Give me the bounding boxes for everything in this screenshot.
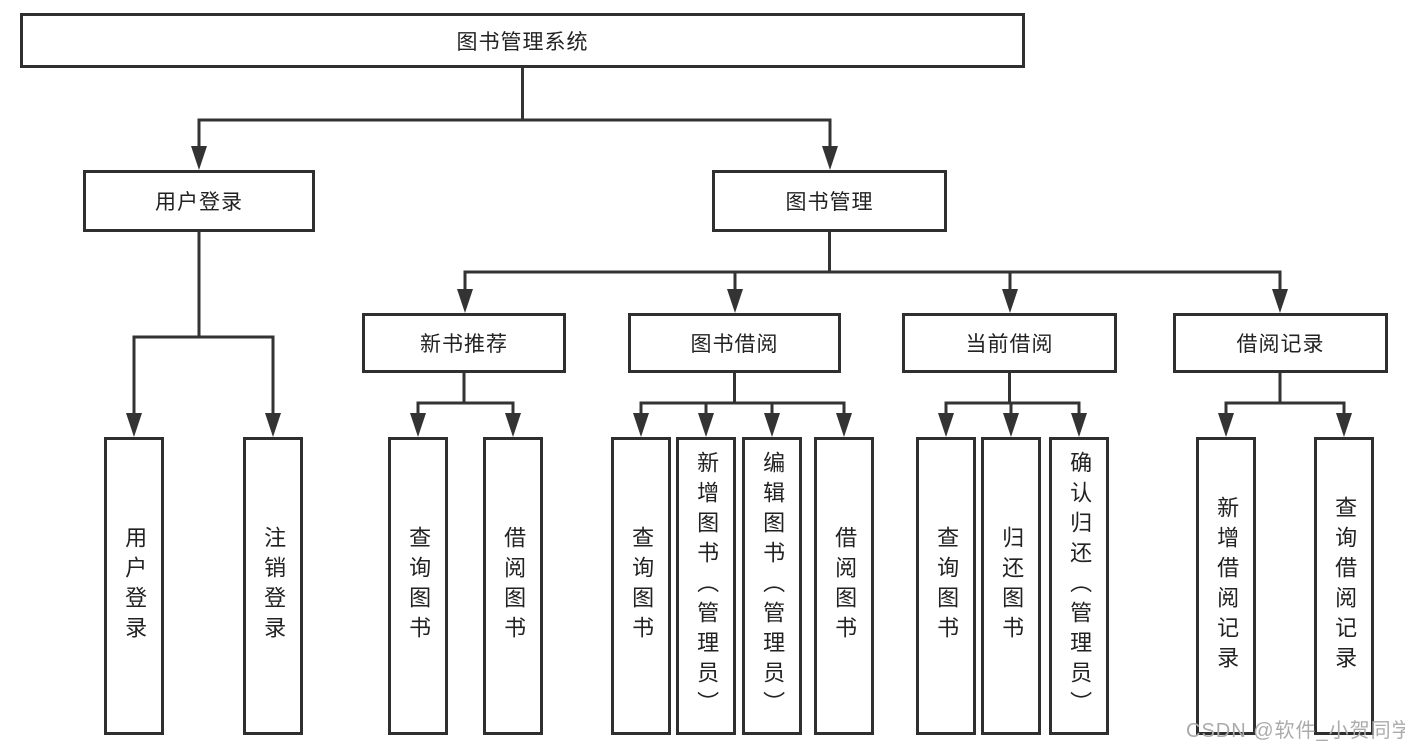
node-label: 用户登录 [122,526,148,646]
node-label: 借阅图书 [832,526,858,646]
arrow-down-icon [1336,413,1352,437]
node-label: 查询图书 [934,526,960,646]
node-label: 图书借阅 [690,333,779,356]
node-user-login: 用户登录 [83,170,315,232]
leaf-query-books: 查询图书 [388,437,448,735]
node-borrowing-records: 借阅记录 [1173,313,1388,373]
arrow-down-icon [727,289,743,313]
node-label: 用户登录 [155,191,243,214]
leaf-add-borrow-record: 新增借阅记录 [1196,437,1256,735]
arrow-down-icon [1218,413,1234,437]
node-label: 当前借阅 [965,333,1054,356]
arrow-down-icon [1003,413,1019,437]
leaf-borrow-books: 借阅图书 [814,437,874,735]
node-label: 查询借阅记录 [1332,496,1358,676]
leaf-logout: 注销登录 [243,437,303,735]
node-label: 新增图书（管理员） [694,451,720,721]
arrow-down-icon [633,413,649,437]
arrow-down-icon [1272,289,1288,313]
arrow-down-icon [836,413,852,437]
leaf-return-books: 归还图书 [981,437,1041,735]
node-label: 归还图书 [999,526,1025,646]
node-label: 查询图书 [629,526,655,646]
node-library-management-system: 图书管理系统 [20,13,1025,68]
arrow-down-icon [1002,289,1018,313]
leaf-query-books: 查询图书 [611,437,671,735]
connector-user-login-to-leaves [126,232,281,437]
arrow-down-icon [505,413,521,437]
node-label: 编辑图书（管理员） [760,451,786,721]
node-label: 图书管理系统 [456,30,589,54]
connector-current-borrow-to-leaves [938,373,1087,437]
arrow-down-icon [265,413,281,437]
node-current-borrowing: 当前借阅 [902,313,1117,373]
arrow-down-icon [457,289,473,313]
node-label: 确认归还（管理员） [1067,451,1093,721]
leaf-borrow-books: 借阅图书 [483,437,543,735]
connector-borrow-records-to-leaves [1218,373,1352,437]
arrow-down-icon [126,413,142,437]
node-label: 查询图书 [406,526,432,646]
connector-book-borrow-to-leaves [633,373,852,437]
arrow-down-icon [410,413,426,437]
arrow-down-icon [764,413,780,437]
csdn-watermark: CSDN @软件_小贺同学 [1186,720,1405,742]
node-book-borrowing: 图书借阅 [628,313,841,373]
node-label: 图书管理 [785,191,874,214]
leaf-query-books: 查询图书 [916,437,976,735]
connector-book-management-to-level3 [457,232,1288,313]
arrow-down-icon [938,413,954,437]
arrow-down-icon [1071,413,1087,437]
node-book-management: 图书管理 [712,170,947,232]
node-label: 借阅图书 [501,526,527,646]
leaf-query-borrow-record: 查询借阅记录 [1314,437,1374,735]
leaf-add-books-admin: 新增图书（管理员） [676,437,736,735]
arrow-down-icon [698,413,714,437]
arrow-down-icon [191,146,207,170]
node-label: 新增借阅记录 [1214,496,1240,676]
node-new-book-recommendation: 新书推荐 [362,313,566,373]
connector-new-book-to-leaves [410,373,521,437]
node-label: 借阅记录 [1236,333,1325,356]
leaf-confirm-return-admin: 确认归还（管理员） [1049,437,1109,735]
node-label: 新书推荐 [420,333,508,356]
connector-root-to-level2 [191,68,838,170]
arrow-down-icon [822,146,838,170]
leaf-user-login: 用户登录 [104,437,164,735]
node-label: 注销登录 [261,526,287,646]
leaf-edit-books-admin: 编辑图书（管理员） [742,437,802,735]
